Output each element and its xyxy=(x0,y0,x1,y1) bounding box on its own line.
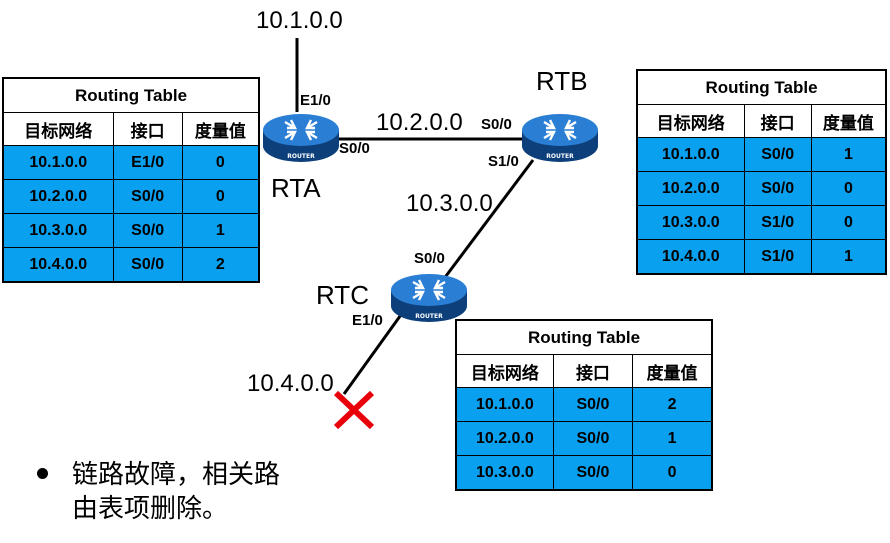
router-logo-text: ROUTER xyxy=(546,153,574,160)
router-name-rtb: RTB xyxy=(536,66,588,96)
col-header-destination: 目标网络 xyxy=(455,354,554,388)
port-rtb-s1: S1/0 xyxy=(488,153,519,170)
col-header-interface: 接口 xyxy=(112,112,183,146)
router-rta-icon: ROUTER xyxy=(261,110,341,166)
network-label-b: 10.2.0.0 xyxy=(376,109,463,136)
router-rtc-icon: ROUTER xyxy=(389,270,469,326)
failure-x-icon xyxy=(333,390,375,430)
link-rtc-net-d xyxy=(342,311,405,395)
col-header-destination: 目标网络 xyxy=(636,104,745,138)
col-header-destination: 目标网络 xyxy=(2,112,114,146)
router-rtb-icon: ROUTER xyxy=(520,110,600,166)
link-rtb-rtc xyxy=(438,159,535,285)
bullet-icon xyxy=(37,468,48,479)
port-rtc-s0: S0/0 xyxy=(414,250,445,267)
note-line-1: 链路故障，相关路 xyxy=(72,460,281,490)
table-title: Routing Table xyxy=(636,69,887,105)
col-header-metric: 度量值 xyxy=(181,112,260,146)
router-name-rtc: RTC xyxy=(316,280,369,310)
port-rta-e1: E1/0 xyxy=(300,92,331,109)
table-title: Routing Table xyxy=(2,77,260,113)
router-logo-text: ROUTER xyxy=(415,313,443,320)
col-header-interface: 接口 xyxy=(743,104,812,138)
note-line-2: 由表项删除。 xyxy=(72,494,229,524)
port-rtc-e1: E1/0 xyxy=(352,312,383,329)
port-rtb-s0: S0/0 xyxy=(481,116,512,133)
col-header-metric: 度量值 xyxy=(632,354,713,388)
network-label-d: 10.4.0.0 xyxy=(247,370,334,397)
col-header-metric: 度量值 xyxy=(810,104,887,138)
note-text: 链路故障，相关路 由表项删除。 xyxy=(72,458,280,526)
router-logo-text: ROUTER xyxy=(287,153,315,160)
network-label-a: 10.1.0.0 xyxy=(256,7,343,34)
port-rta-s0: S0/0 xyxy=(339,140,370,157)
col-header-interface: 接口 xyxy=(552,354,634,388)
network-label-c: 10.3.0.0 xyxy=(406,190,493,217)
table-title: Routing Table xyxy=(455,319,713,355)
router-name-rta: RTA xyxy=(271,173,321,203)
